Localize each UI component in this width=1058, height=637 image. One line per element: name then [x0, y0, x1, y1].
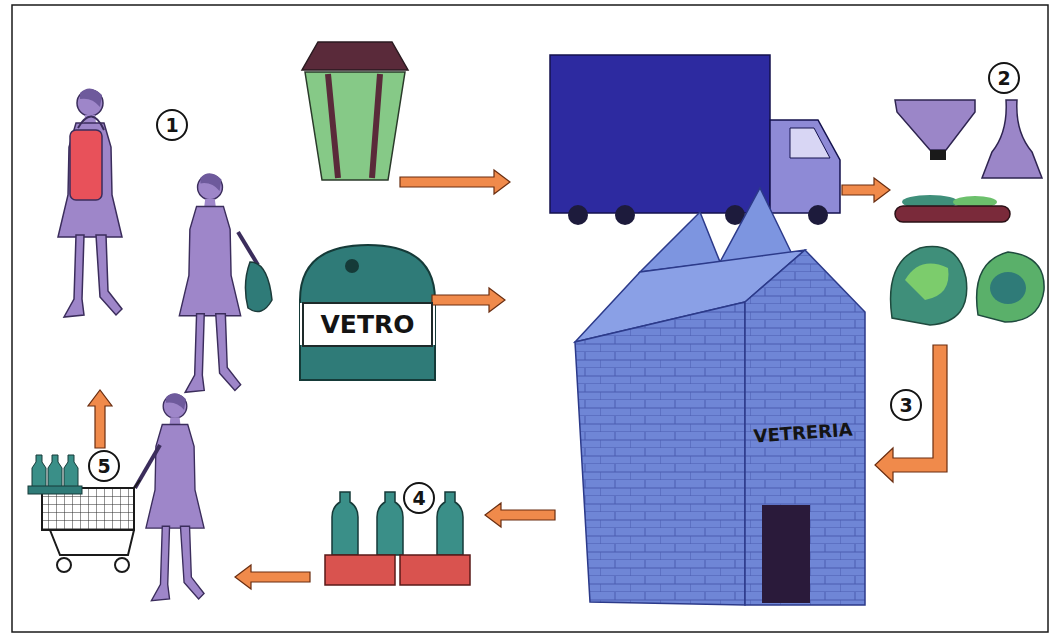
- callout-number: 3: [890, 389, 922, 421]
- truck: [550, 55, 840, 225]
- callout-number: 2: [988, 62, 1020, 94]
- factory-label: VETRERIA: [745, 413, 861, 452]
- callout-number: 4: [403, 482, 435, 514]
- bottles: [325, 492, 470, 585]
- factory: [575, 188, 865, 605]
- sorting-machine: [895, 100, 1042, 222]
- callout-number: 5: [88, 450, 120, 482]
- bell-bin: [300, 245, 435, 380]
- glass-bin: [302, 42, 408, 180]
- woman-figure: [58, 88, 122, 317]
- callout-number: 1: [156, 109, 188, 141]
- woman-figure: [179, 173, 272, 392]
- shopper: [28, 393, 204, 601]
- node-text: VETRO: [321, 310, 415, 339]
- node-text: VETRERIA: [753, 419, 853, 447]
- frame: [12, 5, 1048, 632]
- glass-pile: [891, 247, 1045, 325]
- bin-label: VETRO: [302, 302, 433, 347]
